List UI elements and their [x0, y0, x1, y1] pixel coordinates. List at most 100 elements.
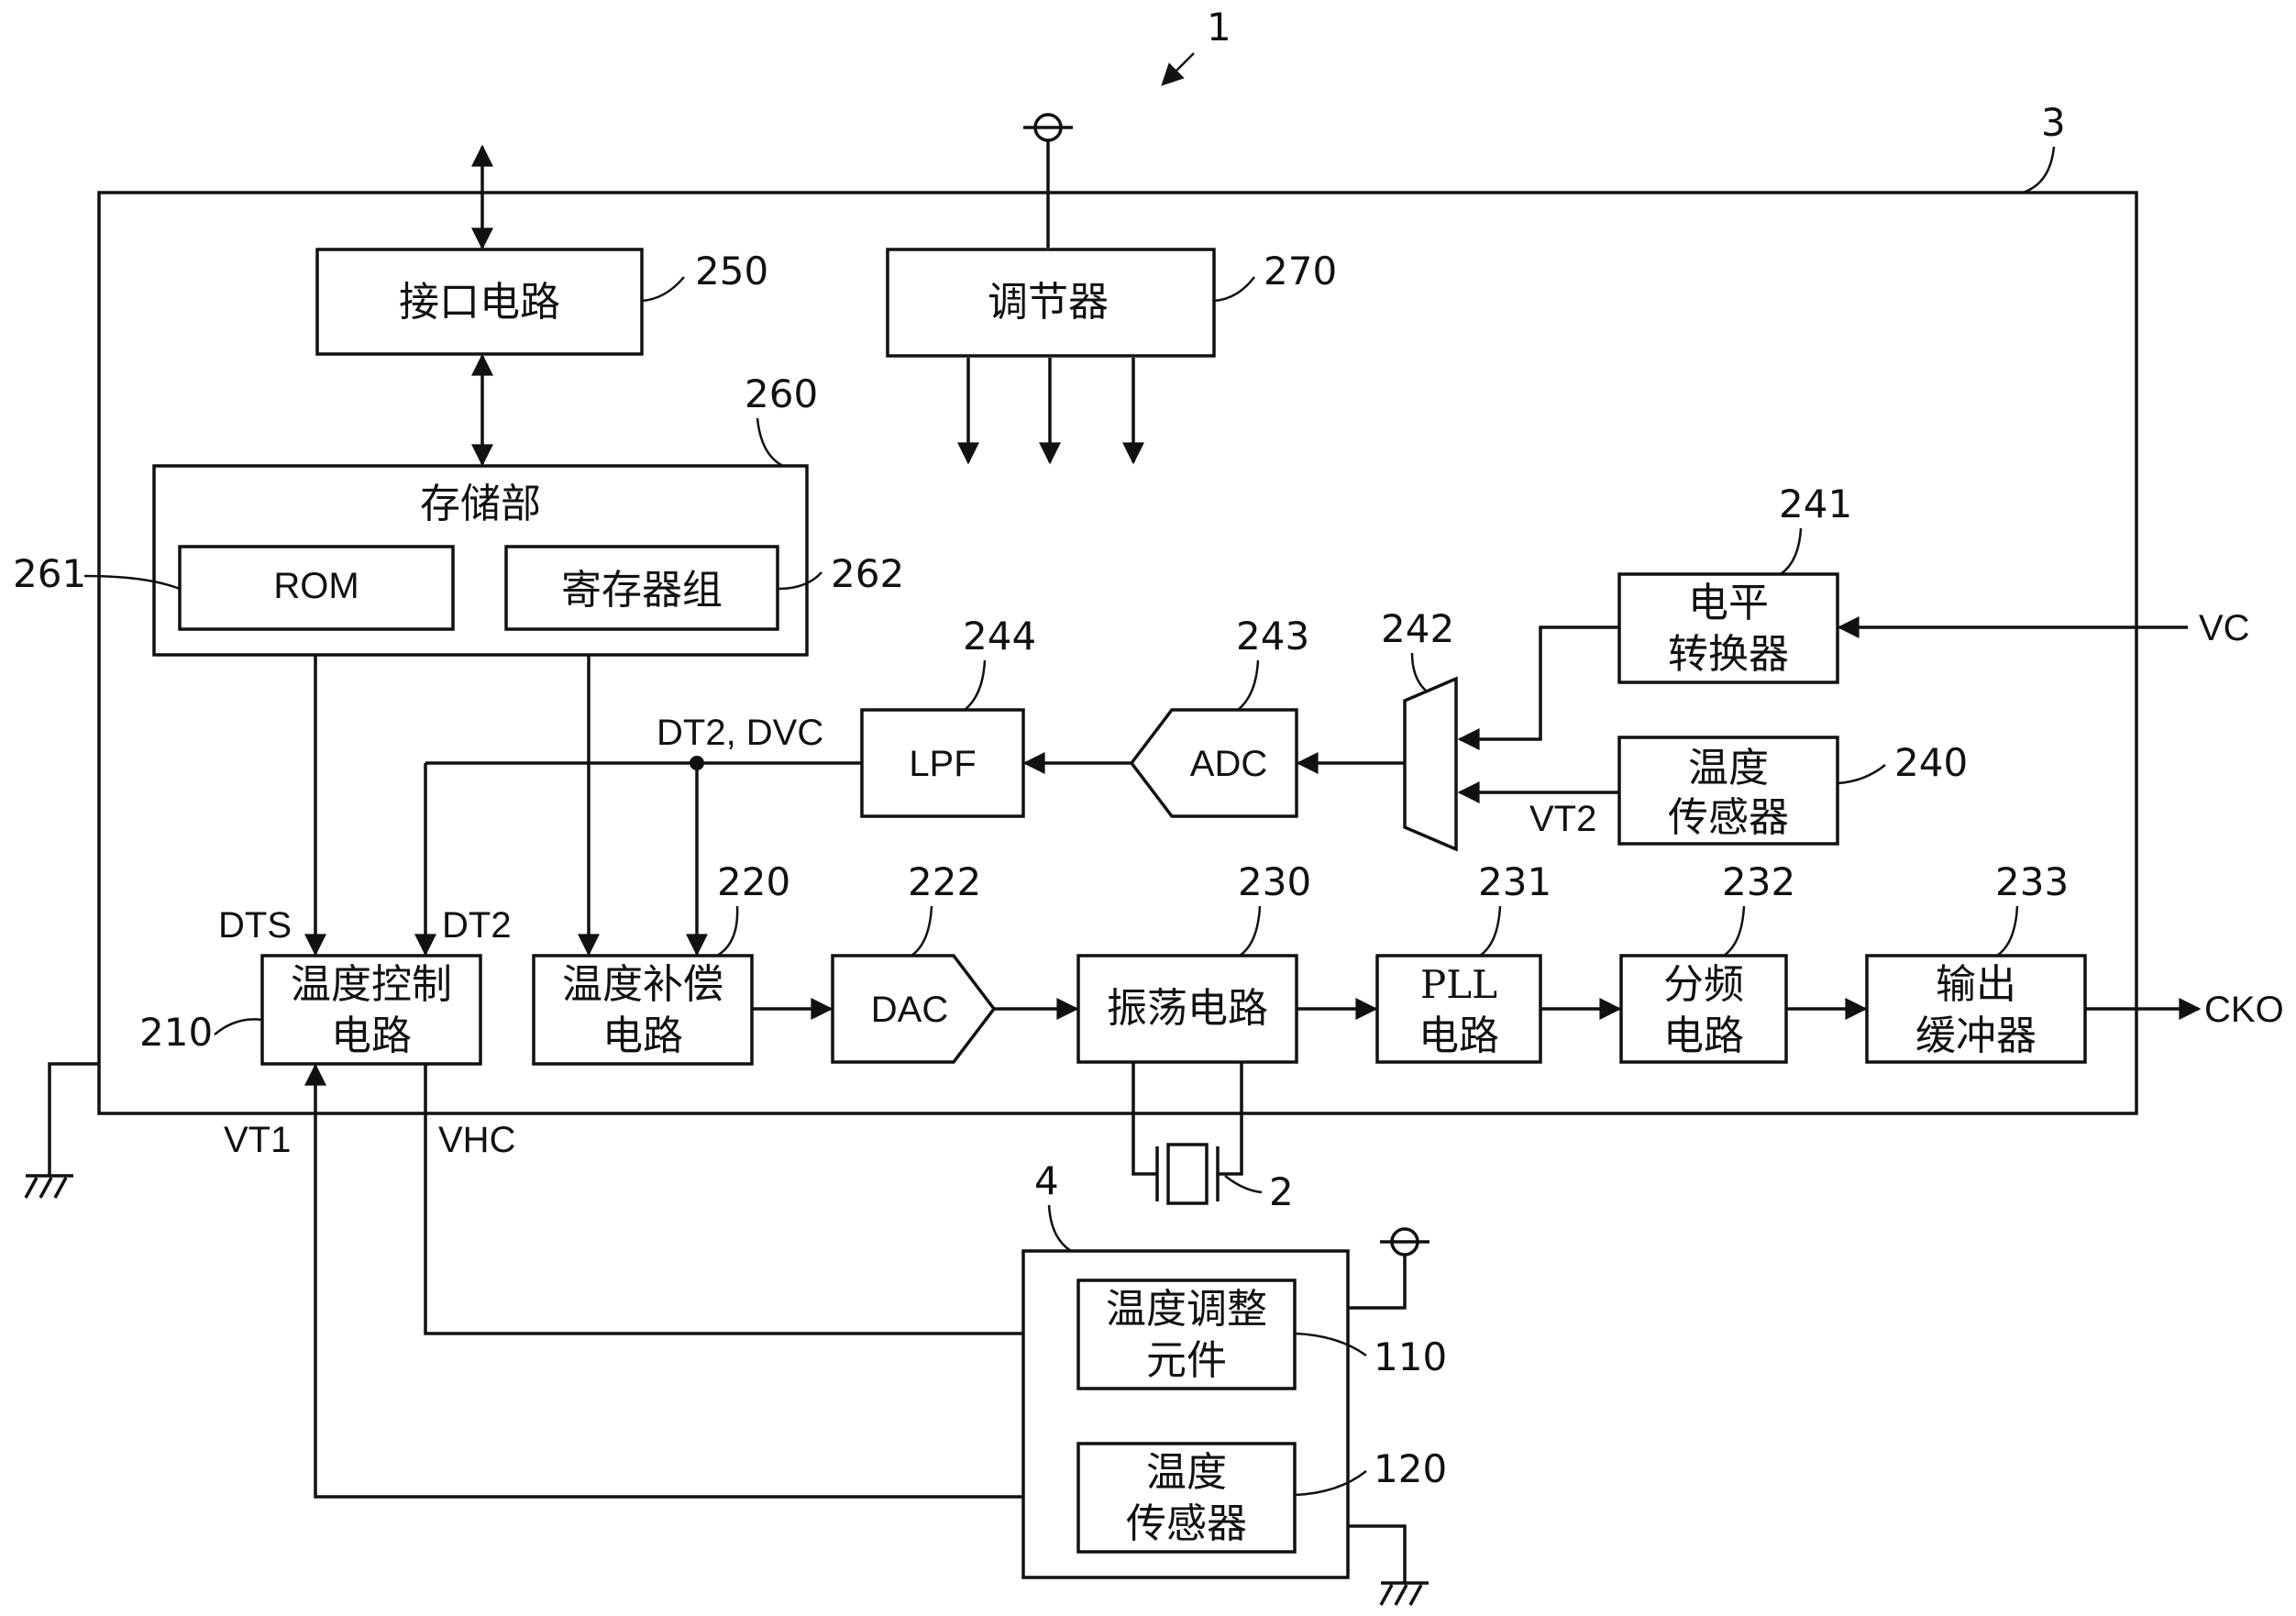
label-resonator: 2: [1269, 1169, 1294, 1214]
storage-label: 存储部: [420, 481, 541, 527]
multiplexer-shape: [1403, 676, 1458, 852]
leader-110: [1294, 1332, 1367, 1357]
pll-block: [1375, 954, 1542, 1064]
label-210: 210: [139, 1010, 213, 1055]
leader-oven: [1047, 1204, 1072, 1253]
label-220: 220: [717, 859, 790, 904]
leader-222: [911, 905, 933, 957]
signal-dt2: DT2: [442, 905, 512, 946]
temp-adjust-line2: 元件: [1146, 1337, 1227, 1384]
wire-chip-ground: [48, 1062, 99, 1176]
signal-vc: VC: [2199, 608, 2250, 648]
label-261: 261: [13, 551, 86, 596]
temp-control-line2: 电路: [331, 1013, 412, 1059]
label-260: 260: [745, 371, 818, 416]
dac-shape: [831, 954, 997, 1064]
regulator-block: [886, 248, 1216, 358]
ground-hatch-oven-1: [1379, 1584, 1394, 1606]
wire-oven-power: [1348, 1255, 1407, 1310]
leader-device: [1161, 52, 1195, 86]
temp-compensation-line1: 温度补偿: [562, 961, 723, 1008]
ground-hatch-chip-2: [39, 1177, 53, 1199]
label-110: 110: [1374, 1334, 1447, 1379]
pll-line2: 电路: [1418, 1013, 1499, 1059]
leader-120: [1294, 1470, 1367, 1497]
leader-231: [1479, 905, 1502, 957]
leader-270: [1213, 276, 1255, 303]
regulator-label: 调节器: [988, 279, 1109, 326]
oven-temp-sensor-line1: 温度: [1146, 1449, 1227, 1496]
leader-232: [1723, 905, 1746, 957]
ground-hatch-oven-2: [1394, 1584, 1408, 1606]
leader-resonator: [1224, 1175, 1263, 1194]
label-270: 270: [1264, 249, 1337, 293]
temp-compensation-line2: 电路: [602, 1013, 683, 1059]
leader-230: [1239, 905, 1262, 957]
ground-hatch-oven-3: [1408, 1584, 1423, 1606]
temp-sensor-block: [1617, 736, 1839, 846]
level-converter-line1: 电平: [1688, 580, 1769, 626]
pll-line1: PLL: [1420, 962, 1497, 1007]
label-244: 244: [963, 614, 1036, 659]
oven-temp-sensor-line2: 传感器: [1126, 1500, 1247, 1547]
label-oven: 4: [1034, 1158, 1059, 1203]
level-converter-line2: 转换器: [1668, 631, 1789, 678]
wire-level-to-mux: [1457, 625, 1619, 750]
temp-control-block: [260, 954, 482, 1066]
label-231: 231: [1478, 859, 1551, 904]
label-262: 262: [831, 551, 904, 596]
leader-261: [83, 574, 181, 591]
interface-circuit-block: [315, 248, 644, 356]
lpf-label: LPF: [909, 744, 976, 784]
oscillator-label: 振荡电路: [1107, 985, 1268, 1032]
leader-262: [777, 571, 822, 591]
wire-oven-ground: [1348, 1524, 1407, 1583]
temp-adjust-element-block: [1076, 1278, 1297, 1390]
output-buffer-line1: 输出: [1936, 961, 2016, 1008]
label-242: 242: [1381, 606, 1454, 651]
leader-chip: [2022, 146, 2056, 194]
signal-dts: DTS: [218, 905, 292, 946]
ground-hatch-chip-3: [53, 1177, 68, 1199]
leader-241: [1780, 527, 1803, 576]
wire-resonator-left: [1131, 1062, 1150, 1176]
output-buffer-line2: 缓冲器: [1915, 1013, 2037, 1059]
label-240: 240: [1894, 740, 1968, 785]
leader-244: [964, 659, 987, 711]
temp-sensor-line2: 传感器: [1668, 794, 1789, 841]
adc-label: ADC: [1190, 744, 1267, 784]
leader-243: [1237, 659, 1260, 711]
divider-block: [1619, 954, 1788, 1064]
signal-vt1: VT1: [224, 1120, 291, 1160]
rom-block: [178, 545, 455, 631]
label-chip: 3: [2041, 100, 2066, 145]
ground-hatch-chip-1: [24, 1177, 39, 1199]
wire-vhc: [424, 1064, 1079, 1345]
temp-control-line1: 温度控制: [291, 961, 452, 1008]
label-device: 1: [1207, 5, 1231, 50]
signal-cko: CKO: [2204, 990, 2284, 1030]
dac-label: DAC: [871, 990, 948, 1030]
label-243: 243: [1236, 614, 1309, 659]
divider-line1: 分频: [1663, 961, 1744, 1008]
label-250: 250: [695, 249, 768, 293]
chip-frame: [97, 191, 2138, 1115]
divider-line2: 电路: [1663, 1013, 1744, 1059]
interface-circuit-label: 接口电路: [399, 279, 560, 326]
label-120: 120: [1374, 1446, 1447, 1491]
signal-vhc: VHC: [438, 1120, 515, 1160]
leader-260: [756, 417, 784, 468]
leader-250: [641, 276, 685, 303]
label-233: 233: [1995, 859, 2069, 904]
signal-vt2: VT2: [1529, 799, 1596, 839]
wire-vt1: [304, 1063, 1078, 1499]
leader-210: [214, 1018, 263, 1035]
label-222: 222: [908, 859, 981, 904]
oscillator-block: [1076, 954, 1298, 1064]
resonator-body: [1166, 1143, 1209, 1205]
lpf-block: [860, 708, 1025, 818]
oven-temp-sensor-block: [1076, 1442, 1297, 1554]
signal-dt2-dvc: DT2, DVC: [657, 713, 823, 753]
temp-sensor-line1: 温度: [1688, 745, 1769, 791]
